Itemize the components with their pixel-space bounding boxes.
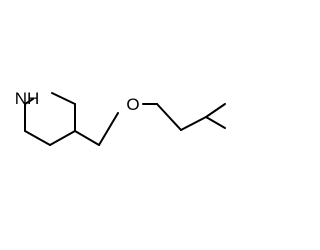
bond-c3-c4 [49,130,76,146]
bond-group [24,92,226,146]
bond-c3-ch2 [74,130,100,146]
bond-n-c2 [51,92,76,105]
bond-ch-ch3-bottom [205,116,226,129]
nitrogen-label: NH [15,89,40,108]
oxygen-label: O [126,95,139,114]
bond-ch2-o [98,112,119,146]
bond-ch-ch3-top [205,103,226,118]
bond-c4-c5 [24,130,51,146]
bond-c6-n [24,98,34,105]
molecule-structure: NH O [15,89,226,146]
bond-ch2-ch2 [156,103,182,131]
bond-ch2-ch [180,116,207,131]
atom-labels: NH O [15,89,140,114]
